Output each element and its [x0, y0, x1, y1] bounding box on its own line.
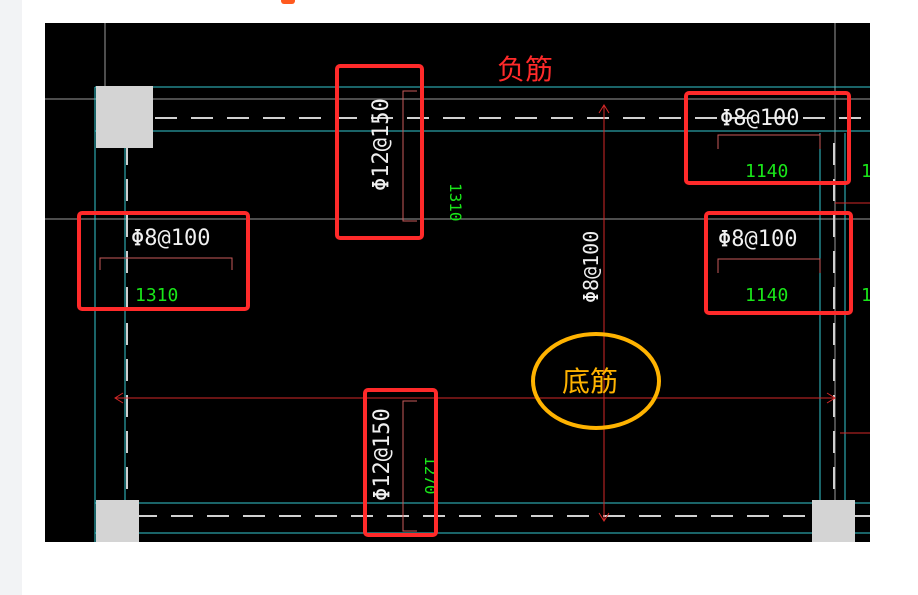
annotation-box-left [77, 211, 250, 311]
rebar-spec-center-vertical: Φ8@100 [579, 231, 603, 303]
annotation-label-negative-rebar: 负筋 [497, 53, 553, 86]
annotation-box-top-mid [335, 64, 424, 240]
column-bottom-right [812, 500, 855, 542]
bottom-rebar-v-end-bottom [598, 512, 610, 522]
edge-fragment-right-top: 1 [861, 161, 870, 182]
rebar-shape-right [717, 258, 821, 273]
rebar-length-right: 1140 [745, 285, 788, 306]
rebar-shape-top-right [717, 134, 821, 149]
cad-drawing-canvas[interactable]: Φ12@150 1310 Φ8@100 1140 Φ8@100 1310 Φ8@… [45, 23, 870, 542]
bottom-rebar-lines [114, 104, 870, 522]
annotation-label-bottom-rebar: 底筋 [562, 365, 618, 398]
bottom-rebar-h-end-left [114, 392, 124, 404]
rebar-shape-left [99, 257, 233, 270]
rebar-length-left: 1310 [135, 285, 178, 306]
annotation-boxes [77, 64, 853, 537]
annotation-box-right [704, 211, 853, 315]
annotation-circle-bottom-rebar [531, 332, 661, 430]
rebar-spec-bottom-mid: Φ12@150 [370, 408, 395, 501]
edge-fragment-right-mid: 1 [861, 285, 870, 306]
annotation-box-bottom-mid [363, 388, 438, 537]
rebar-length-top-right: 1140 [745, 161, 788, 182]
rebar-shape-bottom-mid [402, 400, 417, 532]
rebar-shape-lines [99, 90, 821, 532]
column-bottom-left [96, 500, 139, 542]
rebar-shape-top-mid [402, 90, 417, 222]
beam-dashed-lines [126, 117, 870, 517]
beam-outlines [94, 86, 870, 542]
rebar-length-top-mid: 1310 [446, 183, 465, 222]
left-sidebar-strip [0, 0, 22, 595]
annotation-box-top-right [684, 91, 851, 185]
orange-tab-marker [281, 0, 295, 4]
bottom-rebar-v-end-top [598, 104, 610, 114]
cad-drawing: Φ12@150 1310 Φ8@100 1140 Φ8@100 1310 Φ8@… [45, 23, 870, 542]
rebar-spec-left: Φ8@100 [131, 226, 210, 251]
bottom-rebar-h-end-right [826, 392, 836, 404]
rebar-spec-right: Φ8@100 [718, 227, 797, 252]
column-top-left [96, 86, 153, 148]
rebar-spec-top-mid: Φ12@150 [369, 98, 394, 191]
grid-axis-lines [45, 23, 870, 542]
rebar-spec-top-right: Φ8@100 [720, 106, 799, 131]
